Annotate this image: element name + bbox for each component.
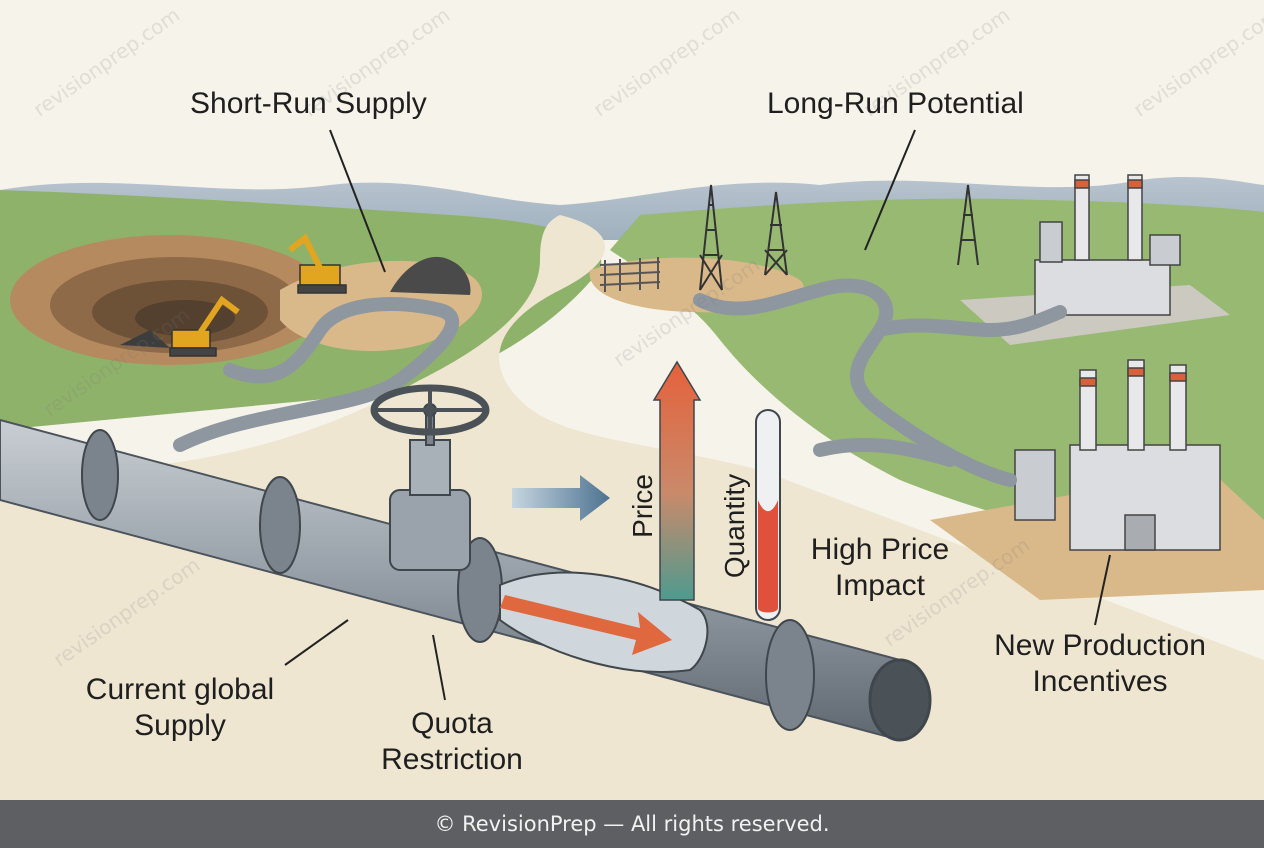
label-quota-line1: Quota	[411, 707, 493, 740]
footer-copyright: © RevisionPrep — All rights reserved.	[0, 800, 1264, 848]
oil-derrick-3	[957, 184, 979, 266]
excavator-lower	[169, 295, 240, 357]
factory-upper	[1034, 174, 1181, 316]
pipe-from-mine	[173, 297, 460, 452]
label-quantity: Quantity	[719, 473, 750, 579]
excavator-upper	[288, 233, 347, 294]
label-quota-restriction: Quota Restriction	[352, 706, 552, 778]
label-new-production-line1: New Production	[994, 629, 1206, 662]
label-quota-line2: Restriction	[381, 743, 523, 776]
label-high-price-impact: High Price Impact	[790, 532, 970, 604]
oil-derrick-1	[699, 184, 723, 291]
label-long-run-potential: Long-Run Potential	[767, 87, 1024, 120]
label-short-run-supply: Short-Run Supply	[190, 87, 427, 120]
quantity-gauge-fill	[758, 500, 778, 613]
leader-lines	[284, 129, 1111, 701]
pipe-flanges	[81, 429, 815, 731]
label-current-supply-line1: Current global	[85, 673, 275, 706]
valve	[370, 384, 490, 571]
price-arrow	[652, 360, 702, 601]
pipe-to-factory	[873, 305, 1067, 338]
label-high-price-impact-line2: Impact	[834, 569, 926, 602]
pipe-end	[868, 658, 932, 742]
label-new-production-incentives: New Production Incentives	[970, 628, 1230, 700]
fence	[599, 257, 661, 292]
dirt-pad-oilfield	[589, 257, 804, 313]
oil-derrick-2	[764, 191, 788, 276]
label-current-supply-line2: Supply	[134, 709, 226, 742]
central-road	[0, 215, 1264, 800]
label-price: Price	[627, 474, 658, 538]
direction-arrow	[512, 475, 610, 521]
label-current-global-supply: Current global Supply	[60, 672, 300, 744]
label-new-production-line2: Incentives	[1032, 665, 1168, 698]
factory-lower	[1014, 359, 1221, 551]
coal-heap	[390, 256, 471, 295]
label-high-price-impact-line1: High Price	[810, 533, 950, 566]
flow-arrow	[500, 595, 672, 655]
pipe-side	[813, 437, 957, 467]
